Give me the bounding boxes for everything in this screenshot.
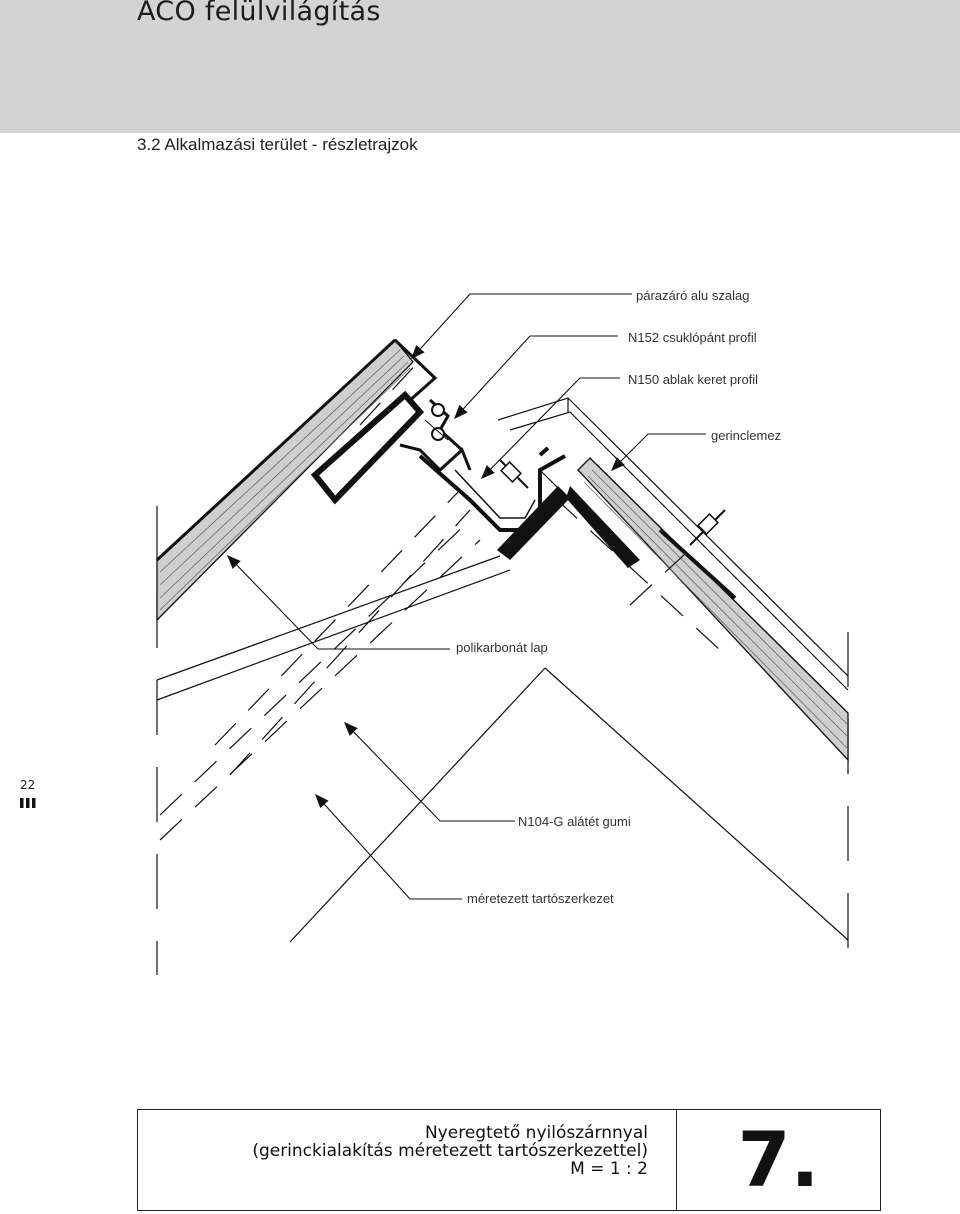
support-structure [156, 555, 849, 943]
hinge-profile [424, 398, 464, 452]
right-polycarbonate-panel [577, 457, 849, 762]
title-block-lines: Nyeregtető nyilószárnnyal (gerinckialakí… [252, 1124, 648, 1178]
ridge-plate [497, 397, 849, 691]
label-structure: méretezett tartószerkezet [467, 891, 614, 906]
left-polycarbonate-panel [155, 338, 414, 622]
break-lines [156, 506, 849, 975]
page-number: 22 [20, 778, 36, 792]
title-block-line1: Nyeregtető nyilószárnnyal [424, 1123, 648, 1143]
label-polycarbonate: polikarbonát lap [456, 640, 548, 655]
drawing-number: 7. [737, 1115, 820, 1204]
label-gasket: N104-G alátét gumi [518, 814, 631, 829]
section-title: 3.2 Alkalmazási terület - részletrajzok [137, 135, 418, 154]
label-window-frame: N150 ablak keret profil [628, 372, 758, 387]
label-hinge-profile: N152 csuklópánt profil [628, 330, 757, 345]
title-block-text-cell: Nyeregtető nyilószárnnyal (gerinckialakí… [138, 1110, 677, 1210]
leader-ridge-plate [611, 433, 706, 471]
header-band [0, 0, 960, 133]
leader-polycarbonate [227, 554, 450, 650]
leader-hinge-profile [454, 335, 618, 420]
label-vapor-barrier: párazáró alu szalag [636, 288, 749, 303]
title-block: Nyeregtető nyilószárnnyal (gerinckialakí… [137, 1109, 881, 1211]
title-block-scale: M = 1 : 2 [570, 1159, 648, 1179]
page-title: ACO felülvilágítás [137, 0, 381, 27]
bolt-right [689, 509, 726, 546]
label-ridge-plate: gerinclemez [711, 428, 781, 443]
bolt-left [499, 459, 529, 489]
title-block-line2: (gerinckialakítás méretezett tartószerke… [252, 1141, 648, 1161]
gasket-strip [658, 528, 737, 600]
ridge-channel [418, 446, 640, 568]
leader-window-frame [481, 377, 620, 479]
leader-structure [315, 793, 462, 900]
leader-lines [227, 293, 706, 900]
leader-gasket [344, 721, 515, 822]
section-bars-icon [20, 798, 36, 808]
window-frame-box [310, 338, 472, 505]
leader-vapor-barrier [411, 293, 632, 360]
